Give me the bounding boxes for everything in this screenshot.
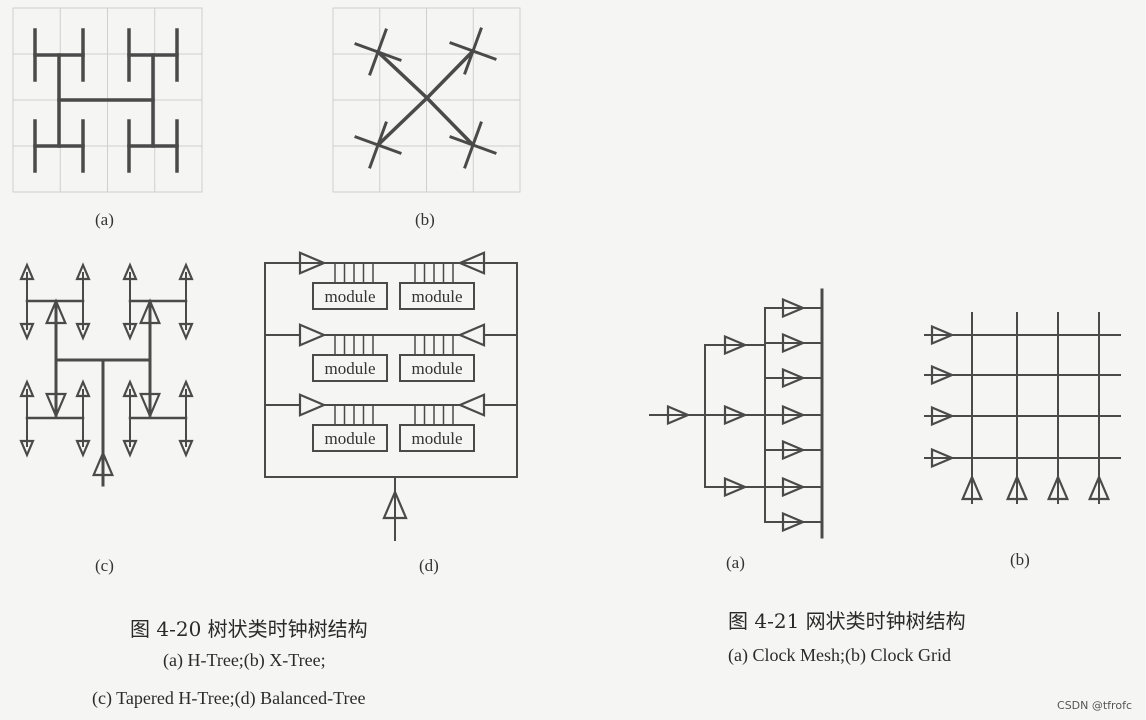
leaf-arrow-up-icon — [75, 379, 91, 398]
leaf-arrow-down-icon — [75, 322, 91, 341]
module-label: module — [325, 287, 376, 306]
label-4-20-d: (d) — [419, 556, 439, 575]
buffer-right-icon — [781, 297, 806, 319]
buffer-right-icon — [930, 405, 955, 427]
figure-4-20-caption-line1: (a) H-Tree;(b) X-Tree; — [163, 650, 326, 670]
leaf-arrow-up-icon — [122, 262, 138, 281]
module-label: module — [325, 359, 376, 378]
module-label: module — [412, 359, 463, 378]
figure-4-21-title: 图 4-21 网状类时钟树结构 — [728, 609, 966, 633]
leaf-arrow-down-icon — [178, 439, 194, 458]
x-tree-branch — [424, 48, 476, 101]
buffer-left-icon — [457, 393, 486, 417]
buffer-up-icon — [1087, 474, 1111, 501]
module-box — [312, 424, 388, 452]
x-tree-branch — [375, 49, 430, 101]
figure-4-21-caption-line1: (a) Clock Mesh;(b) Clock Grid — [728, 645, 951, 665]
buffer-up-icon — [1046, 474, 1070, 501]
module-label: module — [412, 429, 463, 448]
buffer-right-icon — [930, 447, 955, 469]
buffer-right-icon — [298, 393, 327, 417]
x-tree-branch — [375, 95, 430, 148]
label-4-20-b: (b) — [415, 210, 435, 229]
module-box — [399, 282, 475, 310]
buffer-right-icon — [723, 476, 748, 498]
buffer-right-icon — [298, 323, 327, 347]
leaf-arrow-up-icon — [178, 262, 194, 281]
buffer-down-icon — [44, 392, 68, 419]
buffer-right-icon — [781, 404, 806, 426]
module-label: module — [412, 287, 463, 306]
buffer-down-icon — [138, 392, 162, 419]
buffer-right-icon — [298, 251, 327, 275]
buffer-up-icon — [44, 298, 68, 325]
module-box — [312, 282, 388, 310]
buffer-right-icon — [781, 332, 806, 354]
leaf-arrow-up-icon — [19, 262, 35, 281]
leaf-arrow-up-icon — [75, 262, 91, 281]
label-4-21-a: (a) — [726, 553, 745, 572]
buffer-left-icon — [457, 251, 486, 275]
buffer-right-icon — [723, 334, 748, 356]
leaf-arrow-up-icon — [178, 379, 194, 398]
label-4-21-b: (b) — [1010, 550, 1030, 569]
leaf-arrow-up-icon — [122, 379, 138, 398]
buffer-right-icon — [781, 476, 806, 498]
buffer-up-icon — [1005, 474, 1029, 501]
module-box — [312, 354, 388, 382]
leaf-arrow-down-icon — [75, 439, 91, 458]
x-tree-branch — [424, 95, 476, 148]
module-label: module — [325, 429, 376, 448]
leaf-arrow-down-icon — [122, 322, 138, 341]
leaf-arrow-down-icon — [19, 439, 35, 458]
module-box — [399, 354, 475, 382]
x-tree-leaf — [368, 28, 388, 76]
figure-4-20-title: 图 4-20 树状类时钟树结构 — [130, 617, 368, 641]
x-tree-leaf — [463, 27, 483, 75]
root-buffer-icon — [382, 489, 408, 520]
leaf-arrow-down-icon — [122, 439, 138, 458]
module-box — [399, 424, 475, 452]
leaf-arrow-up-icon — [19, 379, 35, 398]
label-4-20-a: (a) — [95, 210, 114, 229]
watermark: CSDN @tfrofc — [1057, 699, 1132, 712]
buffer-right-icon — [781, 367, 806, 389]
buffer-right-icon — [781, 511, 806, 533]
figure-4-20-caption-line2: (c) Tapered H-Tree;(d) Balanced-Tree — [92, 688, 366, 708]
root-buffer-icon — [91, 450, 115, 477]
buffer-right-icon — [723, 404, 748, 426]
balanced-tree-frame — [264, 262, 518, 478]
leaf-arrow-down-icon — [19, 322, 35, 341]
buffer-up-icon — [960, 474, 984, 501]
buffer-left-icon — [457, 323, 486, 347]
leaf-arrow-down-icon — [178, 322, 194, 341]
buffer-right-icon — [930, 324, 955, 346]
buffer-right-icon — [781, 439, 806, 461]
label-4-20-c: (c) — [95, 556, 114, 575]
buffer-up-icon — [138, 298, 162, 325]
x-tree-leaf — [463, 121, 483, 169]
x-tree-leaf — [368, 121, 388, 169]
buffer-right-icon — [666, 404, 691, 426]
buffer-right-icon — [930, 364, 955, 386]
